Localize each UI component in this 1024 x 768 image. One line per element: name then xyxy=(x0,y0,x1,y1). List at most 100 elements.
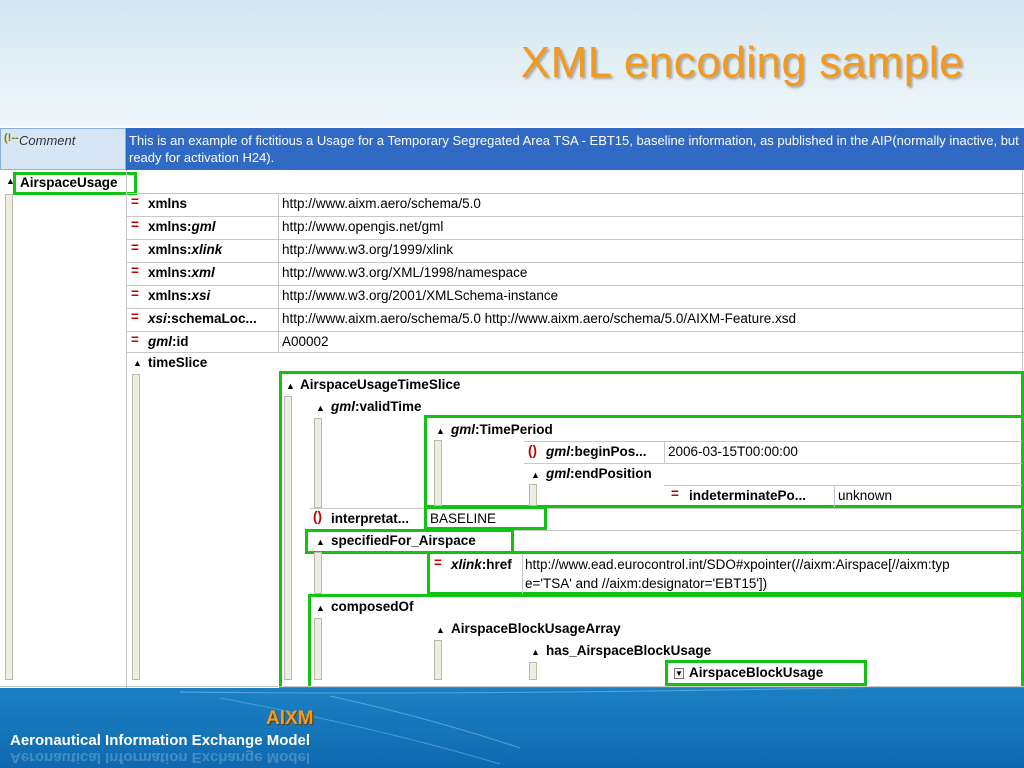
grid-line xyxy=(126,239,1024,240)
equals-attribute-icon: = xyxy=(131,286,139,301)
highlight-box-composedof xyxy=(308,594,1024,689)
comment-label: Comment xyxy=(19,133,76,148)
blockusagearray-collapse-bar[interactable] xyxy=(434,640,442,680)
attribute-name: gml:id xyxy=(148,334,189,349)
collapse-triangle-icon[interactable]: ▲ xyxy=(436,625,445,635)
element-timeslice[interactable]: timeSlice xyxy=(148,355,208,370)
grid-line xyxy=(524,463,1022,464)
highlight-box-root xyxy=(13,172,137,195)
comment-label-cell: (!-- Comment xyxy=(0,128,126,170)
grid-line xyxy=(126,331,1024,332)
element-airspaceblockusage[interactable]: AirspaceBlockUsage xyxy=(689,665,824,680)
grid-line xyxy=(126,285,1024,286)
brace-element-icon: () xyxy=(528,443,537,458)
collapse-triangle-icon[interactable]: ▲ xyxy=(436,426,445,436)
collapse-triangle-icon[interactable]: ▲ xyxy=(531,647,540,657)
comment-row[interactable]: (!-- Comment This is an example of ficti… xyxy=(0,128,1024,170)
timeslice-collapse-bar[interactable] xyxy=(132,374,140,680)
grid-line xyxy=(126,352,1024,353)
attribute-name: xmlns:xsi xyxy=(148,288,211,303)
attribute-value[interactable]: http://www.aixm.aero/schema/5.0 xyxy=(282,196,481,211)
href-value-line: http://www.ead.eurocontrol.int/SDO#xpoin… xyxy=(525,557,950,572)
element-specifiedfor-airspace[interactable]: specifiedFor_Airspace xyxy=(331,533,476,548)
collapse-triangle-icon[interactable]: ▲ xyxy=(286,381,295,391)
usage-timeslice-collapse-bar[interactable] xyxy=(284,396,292,680)
attribute-value[interactable]: http://www.opengis.net/gml xyxy=(282,219,444,234)
attribute-value[interactable]: http://www.w3.org/2001/XMLSchema-instanc… xyxy=(282,288,559,303)
expand-button-icon[interactable]: ▼ xyxy=(674,668,684,679)
href-value-line: e='TSA' and //aixm:designator='EBT15']) xyxy=(525,576,768,591)
element-has-airspaceblockusage[interactable]: has_AirspaceBlockUsage xyxy=(546,643,712,658)
equals-attribute-icon: = xyxy=(131,240,139,255)
grid-bottom-line xyxy=(0,686,1024,687)
specifiedfor-collapse-bar[interactable] xyxy=(314,552,322,594)
attribute-value[interactable]: A00002 xyxy=(282,334,329,349)
element-endposition[interactable]: gml:endPosition xyxy=(546,466,652,481)
indeterminateposition-value[interactable]: unknown xyxy=(838,488,893,503)
highlight-box-blockusage xyxy=(665,660,867,686)
attribute-name: xsi:schemaLoc... xyxy=(148,311,257,326)
root-collapse-bar[interactable] xyxy=(5,194,13,680)
grid-line xyxy=(522,554,523,594)
slide-title: XML encoding sample xyxy=(520,38,964,87)
grid-line xyxy=(310,508,1022,509)
href-value[interactable]: http://www.ead.eurocontrol.int/SDO#xpoin… xyxy=(525,555,950,593)
equals-attribute-icon: = xyxy=(131,332,139,347)
grid-line xyxy=(834,485,835,507)
grid-line xyxy=(126,193,1024,194)
collapse-triangle-icon[interactable]: ▲ xyxy=(316,603,325,613)
element-composedof[interactable]: composedOf xyxy=(331,599,414,614)
equals-attribute-icon: = xyxy=(131,263,139,278)
equals-attribute-icon: = xyxy=(131,194,139,209)
attribute-name: xmlns:gml xyxy=(148,219,216,234)
interpretation-value[interactable]: BASELINE xyxy=(430,511,497,526)
collapse-triangle-icon[interactable]: ▲ xyxy=(531,470,540,480)
attribute-xlink-href[interactable]: xlink:href xyxy=(451,557,512,572)
slide-footer: AIXM Aeronautical Information Exchange M… xyxy=(0,688,1024,768)
collapse-triangle-icon[interactable]: ▲ xyxy=(6,176,15,186)
footer-swoosh-decoration xyxy=(179,688,869,765)
footer-aixm-logo: AIXM xyxy=(266,708,314,729)
root-element-airspaceusage[interactable]: AirspaceUsage xyxy=(20,175,118,190)
element-airspaceblockusagearray[interactable]: AirspaceBlockUsageArray xyxy=(451,621,621,636)
attribute-name: xmlns:xml xyxy=(148,265,215,280)
grid-line xyxy=(278,193,279,352)
validtime-collapse-bar[interactable] xyxy=(314,418,322,508)
attribute-indeterminateposition[interactable]: indeterminatePo... xyxy=(689,488,807,503)
equals-attribute-icon: = xyxy=(131,309,139,324)
element-timeperiod[interactable]: gml:TimePeriod xyxy=(451,422,553,437)
grid-line xyxy=(126,170,127,688)
grid-line xyxy=(524,441,1022,442)
grid-line xyxy=(310,530,1022,531)
timeperiod-collapse-bar[interactable] xyxy=(434,440,442,506)
collapse-triangle-icon[interactable]: ▲ xyxy=(133,358,142,368)
xml-grid-view: (!-- Comment This is an example of ficti… xyxy=(0,126,1024,689)
attribute-name: xmlns:xlink xyxy=(148,242,223,257)
attribute-name: xmlns xyxy=(148,196,188,211)
grid-line xyxy=(664,485,1022,486)
grid-line xyxy=(126,262,1024,263)
beginposition-value[interactable]: 2006-03-15T00:00:00 xyxy=(668,444,798,459)
collapse-triangle-icon[interactable]: ▲ xyxy=(316,403,325,413)
hasblockusage-collapse-bar[interactable] xyxy=(529,662,537,680)
element-airspaceusagetimeslice[interactable]: AirspaceUsageTimeSlice xyxy=(300,377,461,392)
attribute-value[interactable]: http://www.w3.org/1999/xlink xyxy=(282,242,454,257)
equals-attribute-icon: = xyxy=(434,555,442,570)
highlight-box-href xyxy=(427,551,1024,595)
attribute-value[interactable]: http://www.w3.org/XML/1998/namespace xyxy=(282,265,528,280)
endposition-collapse-bar[interactable] xyxy=(529,484,537,506)
highlight-box-specifiedfor xyxy=(305,529,514,554)
element-interpretation[interactable]: interpretat... xyxy=(331,511,410,526)
composedof-collapse-bar[interactable] xyxy=(314,618,322,680)
element-validtime[interactable]: gml:validTime xyxy=(331,399,422,414)
brace-element-icon: () xyxy=(313,509,322,524)
comment-text: This is an example of fictitious a Usage… xyxy=(126,128,1024,170)
highlight-box-timeperiod xyxy=(424,415,1024,508)
attribute-value[interactable]: http://www.aixm.aero/schema/5.0 http://w… xyxy=(282,311,796,326)
grid-line xyxy=(664,441,665,463)
element-beginposition[interactable]: gml:beginPos... xyxy=(546,444,647,459)
footer-subtitle-reflection: Aeronautical Information Exchange Model xyxy=(10,749,311,766)
slide-header: XML encoding sample xyxy=(0,0,1024,126)
comment-icon: (!-- xyxy=(4,132,19,144)
collapse-triangle-icon[interactable]: ▲ xyxy=(316,537,325,547)
